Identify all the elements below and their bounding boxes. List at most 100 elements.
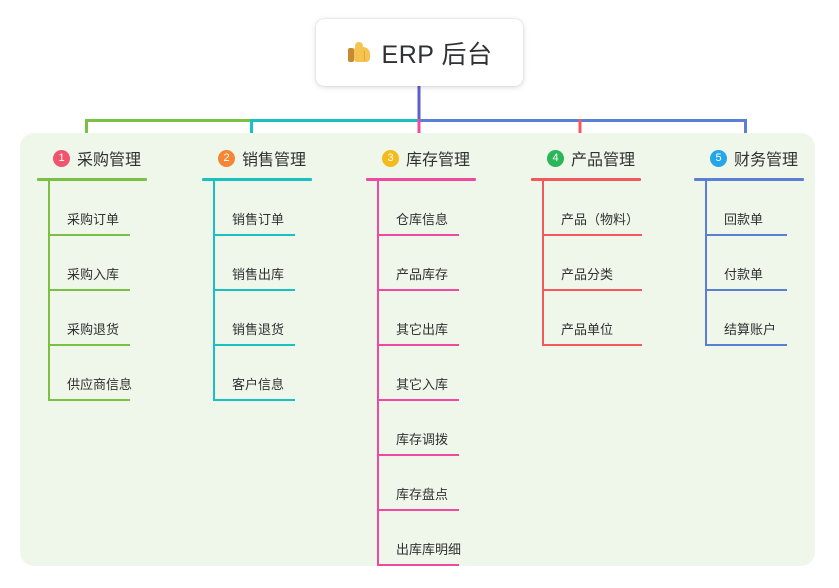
column-header-3[interactable]: 3 库存管理 [366, 146, 476, 170]
list-item[interactable]: 其它出库 [366, 291, 476, 346]
column-3: 3 库存管理仓库信息产品库存其它出库其它入库库存调拨库存盘点出库库明细 [366, 146, 476, 566]
column-items: 产品（物料） 产品分类产品单位 [531, 181, 642, 346]
list-item-rule [213, 234, 295, 236]
list-item-label: 产品（物料） [561, 212, 640, 227]
list-item[interactable]: 产品单位 [531, 291, 642, 346]
list-item[interactable]: 库存盘点 [366, 456, 476, 511]
diagram-panel [20, 133, 815, 566]
list-item[interactable]: 供应商信息 [37, 346, 147, 401]
list-item-rule [377, 454, 459, 456]
list-item[interactable]: 产品库存 [366, 236, 476, 291]
list-item-rule [705, 344, 787, 346]
list-item-rule [705, 234, 787, 236]
list-item-rule [377, 344, 459, 346]
list-item-label: 产品分类 [561, 267, 614, 282]
list-item-label: 库存盘点 [396, 487, 449, 502]
thumbs-up-icon [347, 40, 373, 66]
list-item-label: 采购退货 [67, 322, 120, 337]
list-item[interactable]: 库存调拨 [366, 401, 476, 456]
list-item[interactable]: 其它入库 [366, 346, 476, 401]
list-item-rule [213, 399, 295, 401]
column-rule [694, 178, 804, 181]
list-item-label: 产品单位 [561, 322, 614, 337]
list-item-rule [213, 344, 295, 346]
list-item-label: 结算账户 [724, 322, 777, 337]
list-item-label: 其它出库 [396, 322, 449, 337]
list-item-label: 客户信息 [232, 377, 285, 392]
list-item-label: 销售退货 [232, 322, 285, 337]
list-item[interactable]: 产品分类 [531, 236, 642, 291]
column-2: 2 销售管理销售订单销售出库销售退货客户信息 [202, 146, 312, 401]
column-title: 财务管理 [734, 152, 799, 169]
list-item[interactable]: 销售退货 [202, 291, 312, 346]
list-item-label: 回款单 [724, 212, 764, 227]
list-item-rule [213, 289, 295, 291]
column-badge-icon: 4 [547, 149, 564, 167]
list-item-label: 销售订单 [232, 212, 285, 227]
list-item-rule [48, 399, 130, 401]
list-item-rule [542, 289, 642, 291]
root-node-title: ERP 后台 [381, 40, 493, 69]
column-rule [37, 178, 147, 181]
list-item-label: 供应商信息 [67, 377, 133, 392]
list-item-rule [377, 564, 459, 566]
list-item-rule [48, 234, 130, 236]
list-item-rule [377, 289, 459, 291]
column-5: 5 财务管理回款单付款单结算账户 [694, 146, 804, 346]
column-spine [377, 181, 379, 566]
list-item-label: 其它入库 [396, 377, 449, 392]
list-item[interactable]: 产品（物料） [531, 181, 642, 236]
list-item-label: 采购入库 [67, 267, 120, 282]
column-spine [213, 181, 215, 401]
list-item-rule [705, 289, 787, 291]
list-item[interactable]: 出库库明细 [366, 511, 476, 566]
column-header-4[interactable]: 4 产品管理 [531, 146, 641, 170]
list-item-rule [542, 234, 642, 236]
column-items: 仓库信息产品库存其它出库其它入库库存调拨库存盘点出库库明细 [366, 181, 476, 566]
list-item[interactable]: 客户信息 [202, 346, 312, 401]
list-item[interactable]: 结算账户 [694, 291, 804, 346]
list-item-label: 产品库存 [396, 267, 449, 282]
list-item-rule [377, 234, 459, 236]
column-header-2[interactable]: 2 销售管理 [202, 146, 312, 170]
column-badge-icon: 1 [53, 149, 70, 167]
list-item[interactable]: 仓库信息 [366, 181, 476, 236]
list-item[interactable]: 销售订单 [202, 181, 312, 236]
column-title: 采购管理 [77, 152, 142, 169]
column-title: 库存管理 [406, 152, 471, 169]
list-item-rule [542, 344, 642, 346]
list-item-rule [48, 344, 130, 346]
list-item-rule [377, 509, 459, 511]
column-1: 1 采购管理采购订单采购入库采购退货供应商信息 [37, 146, 147, 401]
list-item[interactable]: 销售出库 [202, 236, 312, 291]
column-4: 4 产品管理产品（物料） 产品分类产品单位 [531, 146, 642, 346]
list-item-label: 出库库明细 [396, 542, 462, 557]
column-title: 产品管理 [571, 152, 636, 169]
list-item[interactable]: 付款单 [694, 236, 804, 291]
column-items: 回款单付款单结算账户 [694, 181, 804, 346]
column-header-5[interactable]: 5 财务管理 [694, 146, 804, 170]
column-rule [202, 178, 312, 181]
column-badge-icon: 5 [710, 149, 727, 167]
list-item-label: 仓库信息 [396, 212, 449, 227]
list-item[interactable]: 采购入库 [37, 236, 147, 291]
column-items: 采购订单采购入库采购退货供应商信息 [37, 181, 147, 401]
list-item[interactable]: 回款单 [694, 181, 804, 236]
column-rule [366, 178, 476, 181]
root-node-card[interactable]: ERP 后台 [316, 19, 523, 86]
column-header-1[interactable]: 1 采购管理 [37, 146, 147, 170]
list-item-label: 采购订单 [67, 212, 120, 227]
column-title: 销售管理 [242, 152, 307, 169]
list-item-label: 销售出库 [232, 267, 285, 282]
column-badge-icon: 3 [382, 149, 399, 167]
column-badge-icon: 2 [218, 149, 235, 167]
column-spine [48, 181, 50, 401]
column-spine [705, 181, 707, 346]
list-item[interactable]: 采购订单 [37, 181, 147, 236]
list-item-label: 付款单 [724, 267, 764, 282]
list-item[interactable]: 采购退货 [37, 291, 147, 346]
list-item-label: 库存调拨 [396, 432, 449, 447]
column-spine [542, 181, 544, 346]
column-items: 销售订单销售出库销售退货客户信息 [202, 181, 312, 401]
